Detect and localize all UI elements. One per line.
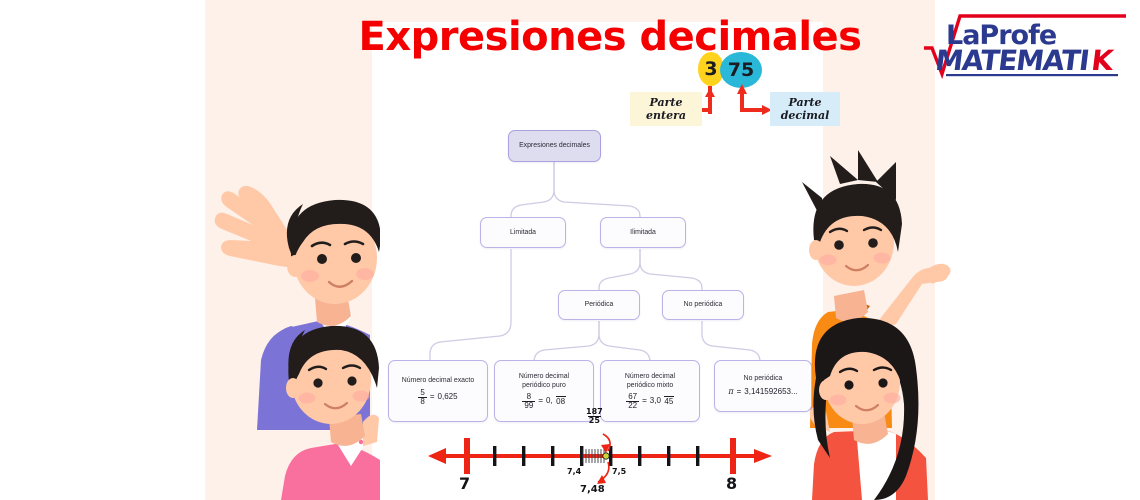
result-value: 3,0 bbox=[649, 396, 661, 406]
repetend-overline: 08 bbox=[555, 395, 566, 406]
fraction-numerator: 187 bbox=[586, 407, 603, 416]
equals-sign: = bbox=[429, 391, 435, 401]
tree-leaf-periodico-mixto-caption-1: Número decimal bbox=[624, 372, 676, 380]
tree-node-no-periodica[interactable]: No periódica bbox=[662, 290, 744, 320]
pi-symbol: π bbox=[728, 386, 734, 396]
tree-leaf-exacto-formula: 5 8 = 0,625 bbox=[418, 387, 458, 406]
equals-sign: = bbox=[538, 396, 543, 406]
equals-sign: = bbox=[642, 396, 647, 406]
tick-label-7-4: 7,4 bbox=[567, 467, 582, 476]
plotted-point bbox=[602, 452, 610, 460]
point-label-7-48: 7,48 bbox=[580, 484, 605, 495]
integer-part-blob: 3 bbox=[698, 52, 724, 86]
numerator: 5 bbox=[420, 387, 425, 397]
numerator: 8 bbox=[526, 392, 532, 402]
tree-node-periodica-label: Periódica bbox=[584, 301, 614, 309]
result-value: 3,141592653... bbox=[744, 386, 798, 396]
tree-leaf-no-periodica[interactable]: No periódica π = 3,141592653... bbox=[714, 360, 812, 412]
tree-leaf-no-periodica-formula: π = 3,141592653... bbox=[728, 387, 797, 398]
tree-connectors bbox=[429, 161, 761, 366]
parte-entera-tag: Parte entera bbox=[630, 92, 702, 127]
logo-line2-accent: K bbox=[1090, 44, 1117, 77]
denominator: 22 bbox=[626, 401, 640, 411]
equals-sign: = bbox=[736, 386, 742, 396]
parte-decimal-tag: Parte decimal bbox=[770, 92, 840, 127]
result-value: 0, bbox=[546, 396, 553, 406]
tree-node-root-label: Expresiones decimales bbox=[519, 142, 590, 150]
logo-line1: LaProfe bbox=[946, 20, 1056, 51]
arrowhead-right bbox=[754, 449, 772, 463]
numerator: 67 bbox=[628, 392, 638, 402]
number-line-label-7: 7 bbox=[459, 474, 471, 493]
tree-leaf-periodico-mixto-caption-2: periódico mixto bbox=[626, 382, 674, 389]
square-root-icon bbox=[924, 14, 1126, 80]
tick-label-7-5: 7,5 bbox=[612, 467, 627, 476]
result-value: 0,625 bbox=[437, 391, 458, 401]
number-line-fraction: 187 25 bbox=[586, 407, 603, 426]
tree-node-root[interactable]: Expresiones decimales bbox=[508, 130, 601, 162]
tree-leaf-periodico-puro-caption-1: Número decimal bbox=[518, 372, 570, 380]
endpoint-tick-8 bbox=[730, 438, 736, 474]
tree-node-limitada-label: Limitada bbox=[509, 228, 537, 236]
tree-node-ilimitada[interactable]: Ilimitada bbox=[600, 217, 686, 248]
decimal-part-blob: 75 bbox=[720, 52, 762, 88]
number-line-label-8: 8 bbox=[726, 474, 738, 493]
background-band-left bbox=[0, 0, 205, 500]
tree-leaf-no-periodica-caption: No periódica bbox=[743, 375, 783, 383]
tree-node-ilimitada-label: Ilimitada bbox=[630, 228, 656, 236]
minor-ticks bbox=[493, 446, 700, 466]
character-right-pair bbox=[802, 150, 951, 500]
pointer-from-fraction bbox=[602, 433, 611, 452]
page-title: Expresiones decimales bbox=[358, 14, 862, 60]
tree-leaf-periodico-puro[interactable]: Número decimal periódico puro 8 99 = 0,0… bbox=[494, 360, 594, 422]
number-line: 187 25 7 8 7,4 7,5 7,48 bbox=[420, 407, 780, 500]
tree-leaf-exacto-caption: Número decimal exacto bbox=[401, 377, 475, 385]
denominator: 99 bbox=[522, 401, 536, 411]
tree-leaf-periodico-mixto[interactable]: Número decimal periódico mixto 67 22 = 3… bbox=[600, 360, 700, 422]
character-left-pair bbox=[214, 185, 380, 500]
background-band-right bbox=[935, 0, 1140, 500]
tree-node-no-periodica-label: No periódica bbox=[683, 301, 723, 309]
denominator: 8 bbox=[418, 396, 427, 406]
tree-node-periodica[interactable]: Periódica bbox=[558, 290, 640, 320]
decimal-expressions-tree: Expresiones decimales Limitada Ilimitada… bbox=[372, 22, 823, 500]
repetend-overline: 45 bbox=[663, 395, 674, 406]
tree-leaf-periodico-puro-formula: 8 99 = 0,08 bbox=[522, 392, 566, 411]
decimal-parts-callout: 3 75 Parte entera Parte decimal bbox=[630, 52, 840, 142]
endpoint-tick-7 bbox=[464, 438, 470, 474]
fraction-denominator: 25 bbox=[587, 416, 601, 426]
tree-leaf-exacto[interactable]: Número decimal exacto 5 8 = 0,625 bbox=[388, 360, 488, 422]
brand-logo: LaProfe MATEMATI K bbox=[920, 8, 1132, 82]
logo-line2: MATEMATI bbox=[934, 44, 1091, 77]
tree-leaf-periodico-puro-caption-2: periódico puro bbox=[522, 382, 566, 389]
tree-node-limitada[interactable]: Limitada bbox=[480, 217, 566, 248]
arrowhead-left bbox=[428, 448, 446, 464]
